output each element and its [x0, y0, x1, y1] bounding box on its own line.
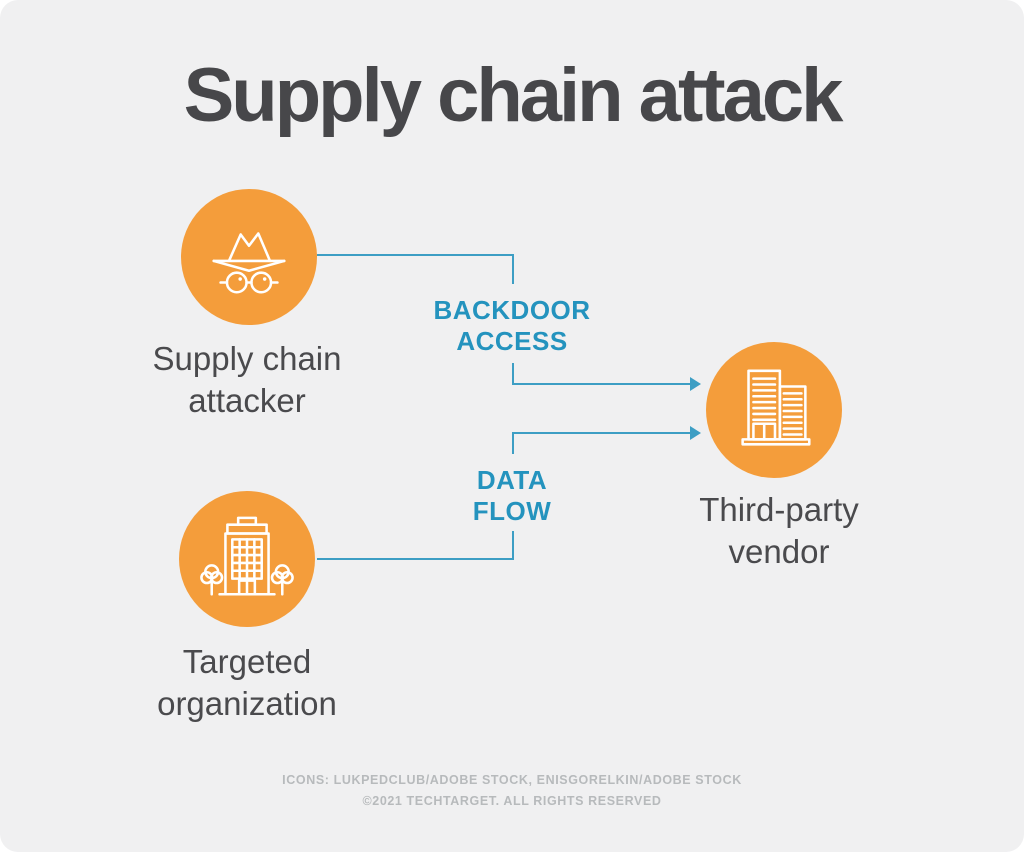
footer-copyright: ©2021 TECHTARGET. ALL RIGHTS RESERVED [362, 794, 662, 808]
dataflow-connector-from-organization [317, 558, 514, 560]
spy-incognito-icon [212, 232, 286, 294]
footer-credits: ICONS: LUKPEDCLUB/ADOBE STOCK, ENISGOREL… [282, 773, 742, 787]
data-flow-label: DATA FLOW [472, 465, 552, 526]
two-office-buildings-icon [741, 369, 811, 446]
page-title: Supply chain attack [183, 53, 844, 138]
node-label-targeted-organization: Targeted organization [157, 643, 337, 722]
node-third-party-vendor [706, 342, 842, 478]
backdoor-connector-to-vendor [512, 383, 692, 385]
dataflow-connector-elbow-below-label [512, 531, 514, 560]
dataflow-arrowhead-icon [690, 426, 701, 440]
backdoor-connector-elbow-down [512, 254, 514, 284]
node-targeted-organization [179, 491, 315, 627]
office-building-trees-icon [200, 516, 294, 596]
backdoor-connector-elbow-below-label [512, 363, 514, 385]
backdoor-access-label: BACKDOOR ACCESS [433, 295, 591, 356]
node-label-third-party-vendor: Third-party vendor [699, 491, 859, 570]
dataflow-connector-to-vendor [512, 432, 692, 434]
footer: ICONS: LUKPEDCLUB/ADOBE STOCK, ENISGOREL… [0, 770, 1024, 812]
backdoor-connector-from-attacker [317, 254, 513, 256]
dataflow-connector-elbow-down [512, 432, 514, 454]
node-supply-chain-attacker [181, 189, 317, 325]
node-label-supply-chain-attacker: Supply chain attacker [152, 340, 342, 419]
backdoor-arrowhead-icon [690, 377, 701, 391]
